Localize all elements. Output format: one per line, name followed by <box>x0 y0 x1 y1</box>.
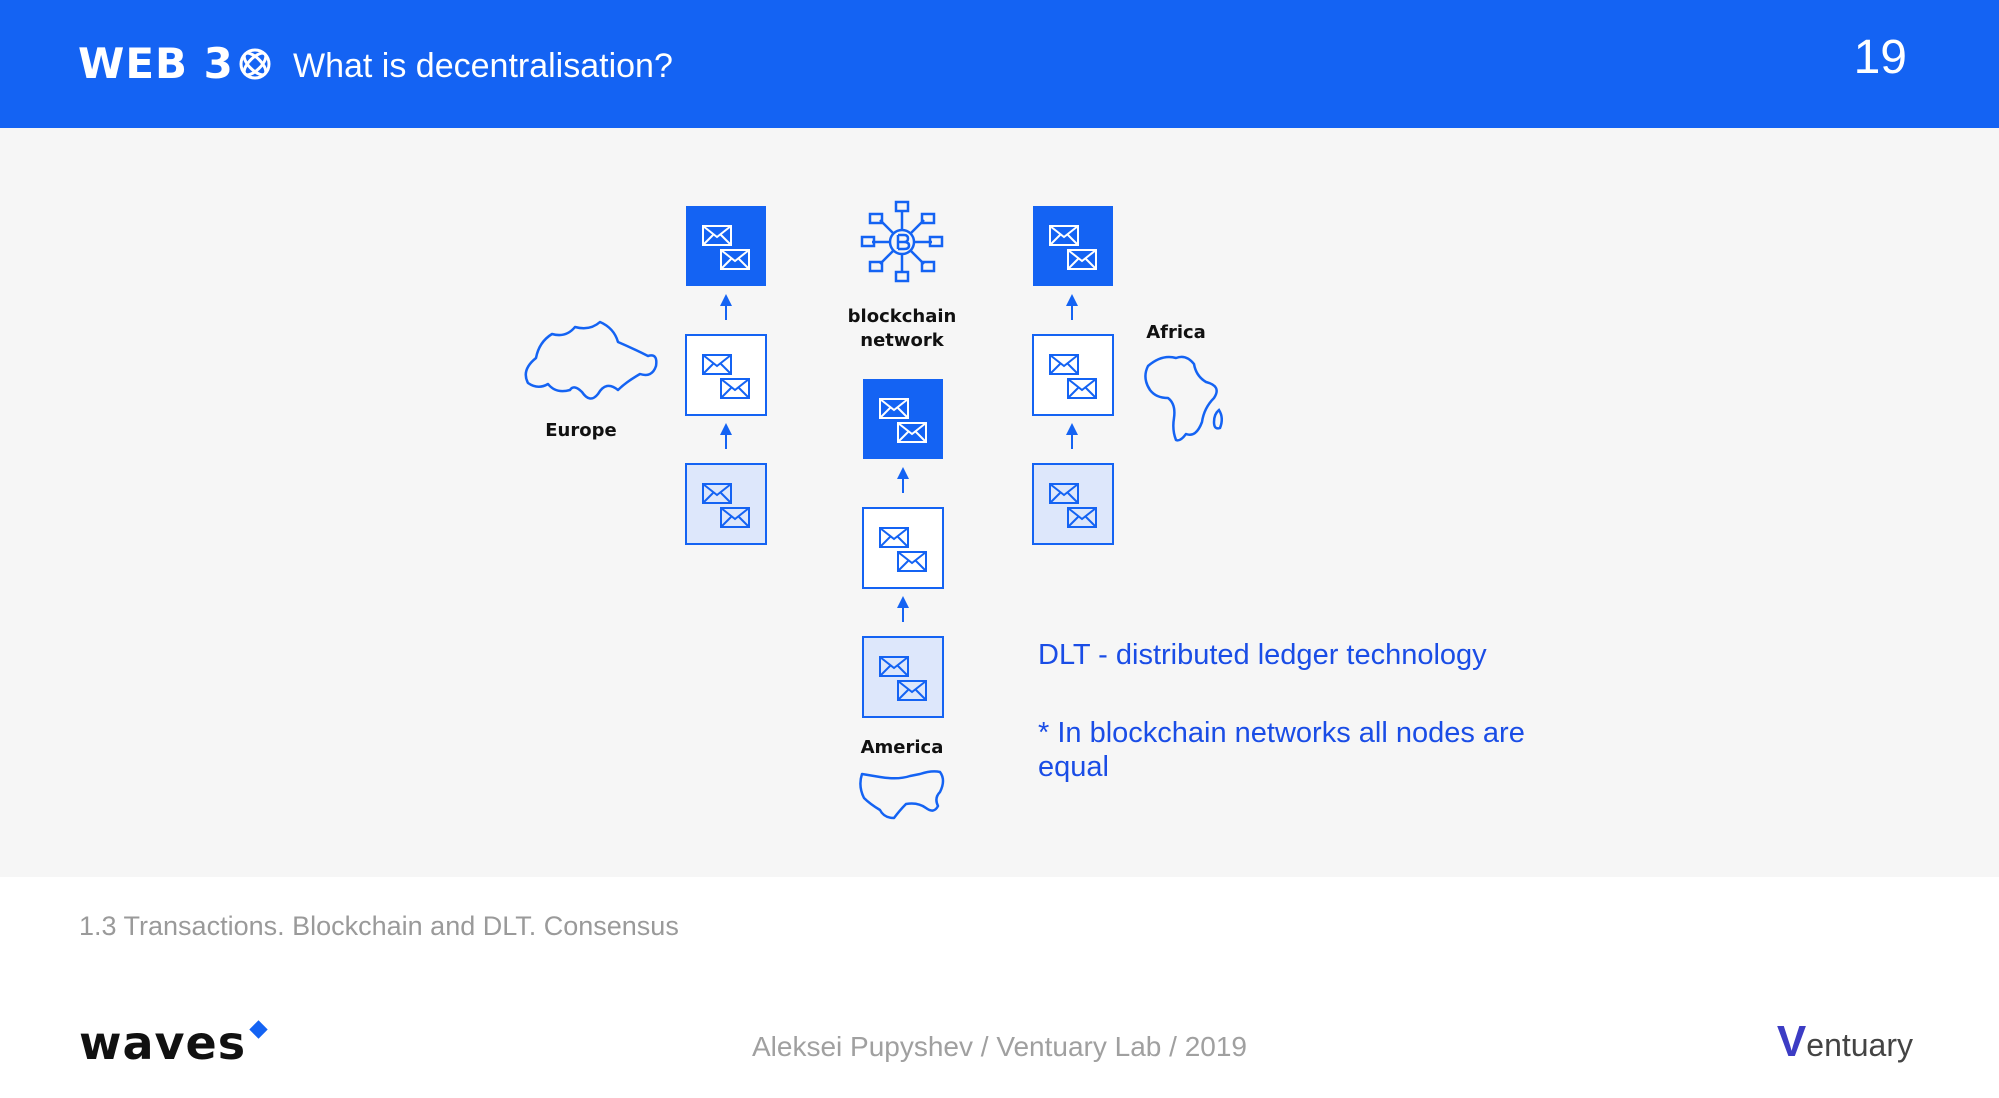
page-number: 19 <box>1853 31 1907 84</box>
africa-block-3 <box>1032 463 1114 545</box>
web3-globe-icon <box>239 48 271 80</box>
network-label-line1: blockchain <box>848 306 957 327</box>
africa-block-1 <box>1033 206 1113 286</box>
dlt-definition: DLT - distributed ledger technology <box>1038 639 1487 671</box>
section-subtitle: 1.3 Transactions. Blockchain and DLT. Co… <box>79 911 679 941</box>
content-area: blockchain network <box>0 128 1999 877</box>
blockchain-network-icon <box>860 200 944 283</box>
america-map-icon <box>859 770 945 820</box>
africa-label: Africa <box>1146 322 1206 343</box>
author-credit: Aleksei Pupyshev / Ventuary Lab / 2019 <box>752 1031 1247 1062</box>
ventuary-logo-v: V <box>1776 1017 1807 1066</box>
waves-logo: waves <box>79 1016 247 1070</box>
europe-block-3 <box>685 463 767 545</box>
america-block-3 <box>862 636 944 718</box>
africa-map-icon <box>1144 355 1218 442</box>
america-block-1 <box>863 379 943 459</box>
network-label-line2: network <box>860 330 944 351</box>
header-bar: WEB 3 What is decentralisation? 19 <box>0 0 1999 128</box>
dlt-note: * In blockchain networks all nodes are e… <box>1038 717 1525 783</box>
europe-block-2 <box>685 334 767 416</box>
ventuary-logo-text: entuary <box>1806 1027 1913 1063</box>
ventuary-logo: Ventuary <box>1777 1018 1913 1069</box>
madagascar-icon <box>1212 408 1223 430</box>
africa-block-2 <box>1032 334 1114 416</box>
europe-label: Europe <box>545 420 616 441</box>
web3-logo: WEB 3 <box>78 39 234 88</box>
slide-title: What is decentralisation? <box>293 47 673 85</box>
europe-block-1 <box>686 206 766 286</box>
america-block-2 <box>862 507 944 589</box>
america-label: America <box>861 737 944 758</box>
dlt-diagram: blockchain network <box>524 200 1223 820</box>
europe-map-icon <box>524 320 658 400</box>
